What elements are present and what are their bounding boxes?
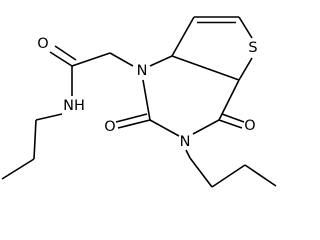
bond-butyl-c3-c4	[244, 164, 277, 187]
atom-label-o4: O	[244, 118, 255, 134]
atom-label-amide-nh: NH	[63, 98, 85, 114]
bond-ch2-co	[71, 52, 111, 67]
bond-c7a-n1	[149, 55, 173, 67]
bond-c4-o4-double	[221, 113, 245, 123]
bond-c4a-c7a	[171, 55, 240, 81]
atom-label-o2: O	[104, 119, 115, 135]
bond-c2-n3	[149, 119, 180, 137]
bond-propyl-c1-c2	[33, 119, 37, 160]
bond-n3-c4	[192, 119, 220, 135]
bond-co-o	[49, 51, 73, 67]
bond-butyl-c1-c2	[189, 157, 213, 188]
bond-c7a-c7	[171, 16, 195, 57]
bond-s-c4a	[238, 57, 253, 81]
bond-co-o-double	[54, 45, 77, 61]
atom-labels: S N N O O O NH	[37, 36, 257, 150]
bond-n1-c2	[142, 79, 151, 121]
atom-label-sulfur: S	[248, 40, 257, 56]
bond-n1-ch2	[109, 52, 134, 67]
bond-butyl-c2-c3	[211, 164, 246, 188]
atom-label-amide-oxygen: O	[37, 36, 48, 52]
bonds	[1, 16, 277, 188]
bond-nh-propyl-c1	[35, 113, 63, 121]
atom-label-n3: N	[180, 134, 191, 150]
bond-n3-butyl-c1	[185, 149, 191, 159]
atom-label-n1: N	[137, 63, 148, 79]
bond-c2-o2-double	[115, 113, 148, 123]
bond-c6-s	[238, 16, 253, 39]
bond-c4-o4	[218, 119, 243, 129]
bond-c2-o2	[117, 119, 151, 129]
chemical-structure-diagram: S N N O O O NH	[1, 16, 277, 188]
bond-propyl-c2-c3	[1, 158, 35, 180]
